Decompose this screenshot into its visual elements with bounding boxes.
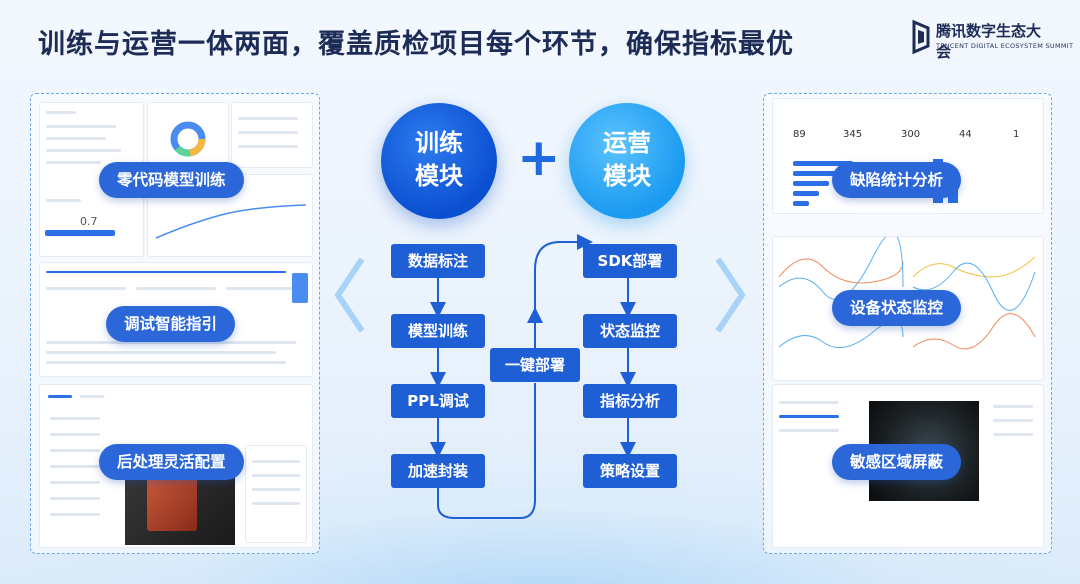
step-acceleration-packaging: 加速封装 [391,454,485,488]
feature-postprocess-config: 后处理灵活配置 [99,444,244,480]
donut-chart-icon [170,121,206,157]
flow-connectors [430,234,636,519]
step-strategy-settings: 策略设置 [583,454,677,488]
page-title: 训练与运营一体两面，覆盖质检项目每个环节，确保指标最优 [38,29,794,60]
screen-donut-chart [147,102,229,168]
plus-icon: + [517,128,561,188]
step-data-labeling: 数据标注 [391,244,485,278]
training-module-circle: 训练 模块 [381,103,497,219]
step-model-training: 模型训练 [391,314,485,348]
screen-postprocess-config [39,384,313,548]
operations-module-circle: 运营 模块 [569,103,685,219]
feature-defect-statistics: 缺陷统计分析 [832,162,962,198]
step-metric-analysis: 指标分析 [583,384,677,418]
step-one-click-deploy: 一键部署 [490,348,580,382]
operations-screens-panel: 89 345 300 44 1 缺陷统计分析 设备状态监控 敏感区域屏蔽 [763,93,1052,554]
brand-subtitle: TENCENT DIGITAL ECOSYSTEM SUMMIT [936,42,1074,50]
feature-debug-guidance: 调试智能指引 [106,306,236,342]
training-screens-panel: 0.7 [30,93,320,554]
brand-mark-icon [912,20,930,54]
feature-zero-code-training: 零代码模型训练 [99,162,244,198]
step-ppl-debugging: PPL调试 [391,384,485,418]
chevron-right-icon [715,257,746,333]
brand-logo: 腾讯数字生态大会 TENCENT DIGITAL ECOSYSTEM SUMMI… [912,18,1073,61]
screen-debug-guide [39,262,313,377]
chevron-left-icon [334,257,365,333]
step-sdk-deployment: SDK部署 [583,244,677,278]
loss-curve-icon [155,204,307,239]
screen-data-table [231,102,313,168]
feature-sensitive-area-mask: 敏感区域屏蔽 [832,444,962,480]
brand-name: 腾讯数字生态大会 [936,22,1042,61]
feature-device-monitor: 设备状态监控 [832,290,962,326]
step-status-monitoring: 状态监控 [583,314,677,348]
